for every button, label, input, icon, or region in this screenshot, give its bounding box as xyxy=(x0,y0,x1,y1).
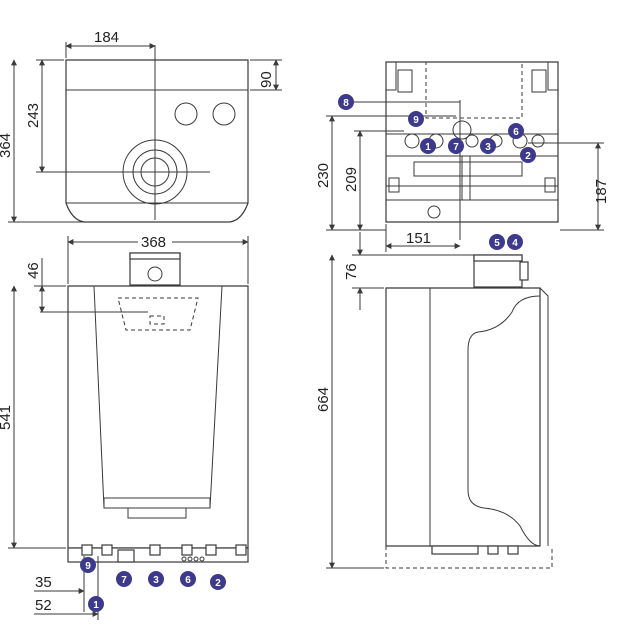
svg-text:3: 3 xyxy=(153,575,159,586)
badge-7-front: 7 xyxy=(116,571,132,587)
svg-text:9: 9 xyxy=(413,115,419,126)
dim-front-x-52: 52 xyxy=(35,597,52,614)
dim-front-x-35: 35 xyxy=(35,574,52,591)
badge-3-front: 3 xyxy=(148,571,164,587)
badge-6-rear: 6 xyxy=(508,123,524,139)
svg-text:7: 7 xyxy=(121,575,127,586)
dim-rear-230: 230 xyxy=(315,163,332,188)
badge-3-rear: 3 xyxy=(480,138,496,154)
badge-5: 5 xyxy=(489,234,505,250)
dim-rear-209: 209 xyxy=(343,167,360,192)
dim-front-width: 368 xyxy=(141,234,166,251)
badge-7-rear: 7 xyxy=(448,138,464,154)
dim-front-top-offset: 46 xyxy=(25,262,42,279)
side-view: 76 664 xyxy=(315,232,553,569)
rear-view: 230 209 187 151 xyxy=(315,61,610,252)
front-view: 368 46 541 35 52 xyxy=(0,234,249,620)
svg-text:8: 8 xyxy=(343,98,349,109)
badge-1-front: 1 xyxy=(88,596,104,612)
badge-2-rear: 2 xyxy=(520,147,536,163)
dim-top-flue-offset: 243 xyxy=(25,103,42,128)
dim-rear-187: 187 xyxy=(593,179,610,204)
svg-text:7: 7 xyxy=(453,142,459,153)
svg-text:5: 5 xyxy=(494,238,500,249)
svg-text:4: 4 xyxy=(512,238,518,249)
svg-text:6: 6 xyxy=(513,127,519,138)
top-view: 184 90 243 364 xyxy=(0,29,282,223)
dim-side-76: 76 xyxy=(343,263,360,280)
dim-top-width: 184 xyxy=(94,29,119,46)
svg-text:6: 6 xyxy=(185,575,191,586)
dim-top-depth: 90 xyxy=(258,71,275,88)
dim-front-height: 541 xyxy=(0,405,14,430)
svg-text:3: 3 xyxy=(485,142,491,153)
badge-9-front: 9 xyxy=(80,557,96,573)
svg-text:9: 9 xyxy=(85,561,91,572)
badge-1-rear: 1 xyxy=(420,138,436,154)
svg-text:1: 1 xyxy=(93,600,99,611)
badge-4: 4 xyxy=(507,234,523,250)
badges: 8 9 1 7 3 6 2 5 xyxy=(80,94,536,612)
dim-side-height: 664 xyxy=(315,387,332,412)
svg-text:2: 2 xyxy=(525,151,531,162)
svg-text:1: 1 xyxy=(425,142,431,153)
dim-rear-151: 151 xyxy=(406,230,431,247)
badge-6-front: 6 xyxy=(180,571,196,587)
badge-9-rear: 9 xyxy=(408,111,424,127)
svg-text:2: 2 xyxy=(215,578,221,589)
badge-8: 8 xyxy=(338,94,354,110)
dim-top-total-depth: 364 xyxy=(0,133,14,158)
badge-2-front: 2 xyxy=(210,574,226,590)
